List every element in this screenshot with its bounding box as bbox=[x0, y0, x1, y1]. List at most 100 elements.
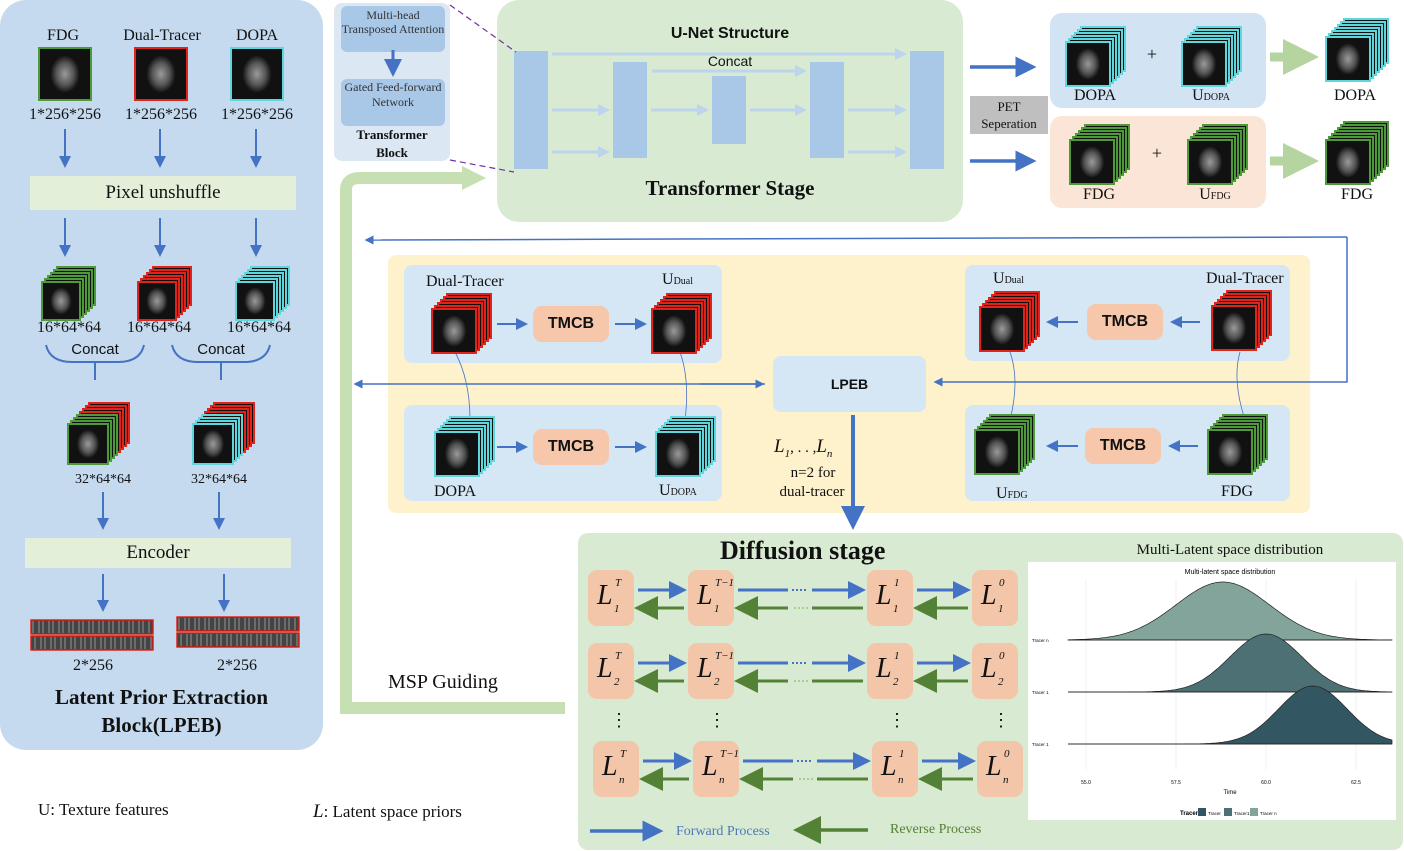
tmcb-u-dual-left: UDual bbox=[662, 271, 693, 289]
latents-ln: L bbox=[816, 436, 827, 457]
latent-sub: n bbox=[719, 774, 725, 786]
out-u-fdg-main: U bbox=[1199, 186, 1211, 203]
mhta-label: Multi-head Transposed Attention bbox=[341, 8, 445, 36]
out-u-fdg-label: UFDG bbox=[1180, 186, 1250, 204]
out-u-dopa-sub: DOPA bbox=[1203, 92, 1230, 103]
tmcb-dual-left-label: Dual-Tracer bbox=[426, 273, 504, 290]
latent-sub: n bbox=[619, 774, 625, 786]
concat-size-left: 32*64*64 bbox=[75, 472, 131, 487]
legend-l: L: Latent space priors bbox=[313, 801, 462, 823]
out-dopa-label: DOPA bbox=[1073, 87, 1117, 104]
reverse-process-label: Reverse Process bbox=[890, 822, 982, 837]
u-fdg-sub: FDG bbox=[1007, 490, 1028, 501]
plot-canvas bbox=[1028, 562, 1396, 820]
legend-u-letter: U bbox=[38, 800, 51, 819]
tmcb-block-1: TMCB bbox=[533, 306, 609, 342]
latent-sub: 1 bbox=[714, 603, 720, 615]
latent-letter: L bbox=[881, 751, 897, 782]
concat-label-right: Concat bbox=[197, 341, 245, 358]
u-dual-left-sub: Dual bbox=[673, 276, 694, 287]
latent-sup: T−1 bbox=[715, 650, 735, 662]
latents-sub1: 1 bbox=[784, 447, 791, 460]
latent-letter: L bbox=[981, 580, 997, 611]
tmcb-block-3: TMCB bbox=[1087, 304, 1163, 340]
latent-letter: L bbox=[697, 580, 713, 611]
final-dopa-label: DOPA bbox=[1333, 87, 1377, 104]
vertical-ellipsis: ⋮ bbox=[992, 710, 1010, 730]
u-dopa-sub: DOPA bbox=[670, 487, 697, 498]
pet-separation-box: PET Seperation bbox=[970, 96, 1048, 134]
encoder-bar: Encoder bbox=[25, 538, 291, 568]
brain-image-stack bbox=[1325, 18, 1389, 82]
gffn-box: Gated Feed-forward Network bbox=[341, 79, 445, 126]
latent-sub: n bbox=[1003, 774, 1009, 786]
vertical-ellipsis: ⋮ bbox=[888, 710, 906, 730]
latent-letter: L bbox=[597, 653, 613, 684]
input-label-dual: Dual-Tracer bbox=[123, 27, 201, 44]
unet-block-enc1 bbox=[514, 51, 548, 169]
forward-process-label: Forward Process bbox=[676, 824, 770, 839]
n-for-line1: n=2 for bbox=[790, 465, 836, 481]
vertical-ellipsis: ⋮ bbox=[708, 710, 726, 730]
unet-concat-label: Concat bbox=[707, 53, 753, 69]
unet-block-dec1 bbox=[910, 51, 944, 169]
u-dual-left-main: U bbox=[662, 271, 674, 288]
concat-size-right: 32*64*64 bbox=[191, 472, 247, 487]
legend-u: U: Texture features bbox=[38, 800, 169, 820]
out-plus-1: + bbox=[1146, 44, 1158, 64]
tmcb-dual-right-label: Dual-Tracer bbox=[1206, 270, 1284, 287]
latent-sup: 0 bbox=[999, 650, 1005, 662]
latent-sup: T−1 bbox=[720, 748, 740, 760]
latent-sup: T−1 bbox=[715, 577, 735, 589]
latents-label: L1, . . ,Ln bbox=[774, 436, 832, 460]
latents-dots: , . . , bbox=[790, 440, 817, 456]
out-u-dopa-main: U bbox=[1192, 87, 1204, 104]
brain-image-stack bbox=[1325, 121, 1389, 185]
input-label-fdg: FDG bbox=[46, 27, 79, 44]
tmcb-dopa-label: DOPA bbox=[434, 483, 477, 500]
u-dual-right-sub: Dual bbox=[1004, 275, 1025, 286]
transformer-block-title-1: Transformer bbox=[356, 127, 428, 142]
latent-sub: 2 bbox=[893, 676, 899, 688]
unet-title: U-Net Structure bbox=[670, 25, 790, 42]
latent-letter: L bbox=[697, 653, 713, 684]
u-fdg-main: U bbox=[996, 485, 1008, 502]
vertical-ellipsis: ⋮ bbox=[610, 710, 628, 730]
tmcb-u-dual-right: UDual bbox=[993, 270, 1024, 288]
out-fdg-label: FDG bbox=[1082, 186, 1115, 203]
input-size-fdg: 1*256*256 bbox=[29, 106, 101, 123]
latent-sub: 2 bbox=[614, 676, 620, 688]
u-dopa-main: U bbox=[659, 482, 671, 499]
latent-letter: L bbox=[876, 653, 892, 684]
unshuffle-size-3: 16*64*64 bbox=[227, 319, 291, 336]
latent-sub: 1 bbox=[614, 603, 620, 615]
latent-sup: 0 bbox=[999, 577, 1005, 589]
input-size-dual: 1*256*256 bbox=[125, 106, 197, 123]
msp-guiding-label: MSP Guiding bbox=[388, 671, 498, 693]
latent-sup: 1 bbox=[894, 650, 900, 662]
latent-letter: L bbox=[981, 653, 997, 684]
gffn-label: Gated Feed-forward Network bbox=[344, 80, 442, 109]
latent-sup: 1 bbox=[894, 577, 900, 589]
latent-sup: T bbox=[615, 650, 622, 662]
latent-sup: T bbox=[620, 748, 627, 760]
unet-block-bottleneck bbox=[712, 76, 746, 144]
latent-letter: L bbox=[597, 580, 613, 611]
transformer-block-title-2: Block bbox=[376, 145, 408, 160]
latent-size-left: 2*256 bbox=[73, 657, 113, 674]
latents-subn: n bbox=[826, 447, 833, 460]
transformer-stage-title: Transformer Stage bbox=[645, 176, 815, 200]
unshuffle-size-1: 16*64*64 bbox=[37, 319, 101, 336]
u-dual-right-main: U bbox=[993, 270, 1005, 287]
tmcb-u-fdg: UFDG bbox=[996, 485, 1028, 503]
tmcb-block-4: TMCB bbox=[1085, 428, 1161, 464]
out-plus-2: + bbox=[1151, 143, 1163, 163]
